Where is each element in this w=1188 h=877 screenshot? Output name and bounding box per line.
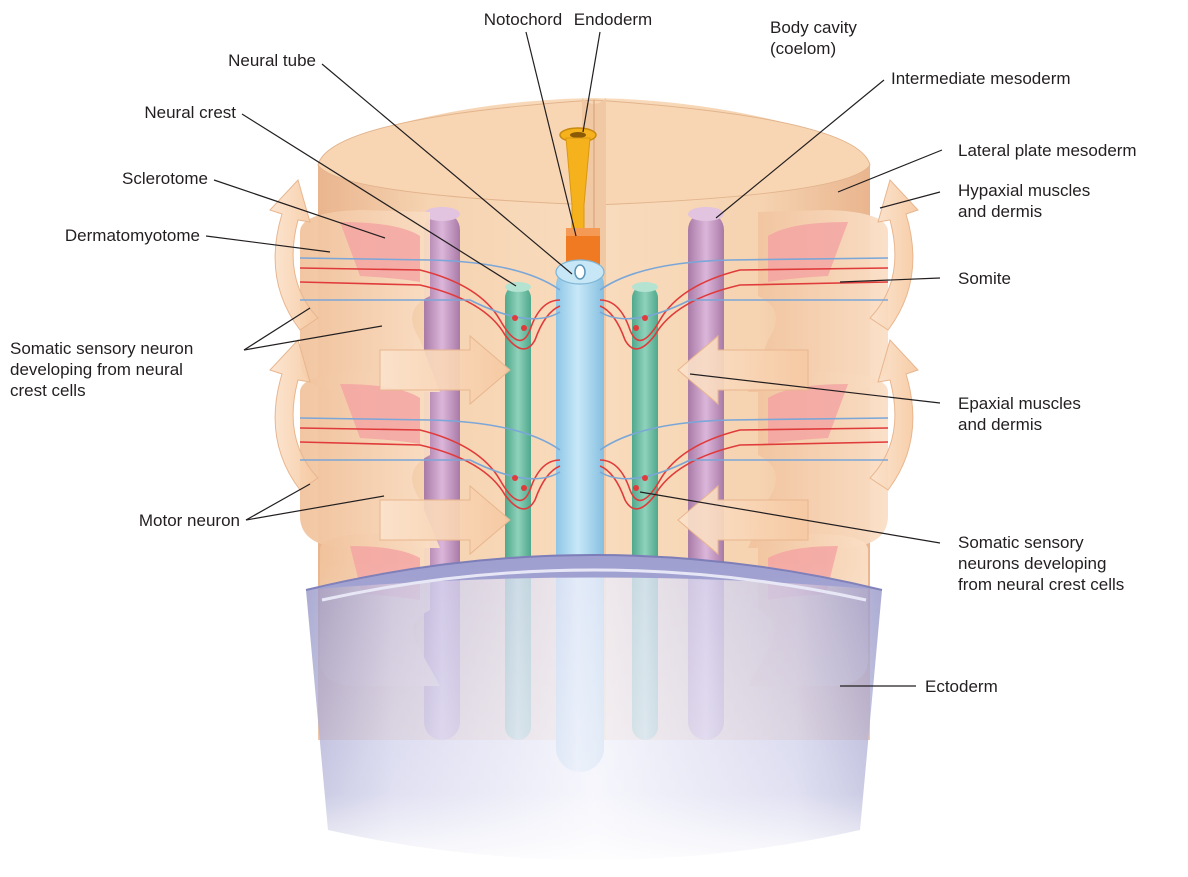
label-epaxial-muscles: Epaxial muscles and dermis xyxy=(958,393,1081,435)
label-neural-crest: Neural crest xyxy=(80,102,236,123)
label-intermediate-mesoderm: Intermediate mesoderm xyxy=(891,68,1071,89)
label-body-cavity: Body cavity (coelom) xyxy=(770,17,857,59)
label-endoderm: Endoderm xyxy=(558,9,668,30)
label-somatic-sensory-neuron: Somatic sensory neuron developing from n… xyxy=(10,338,193,401)
label-neural-tube: Neural tube xyxy=(160,50,316,71)
ectoderm xyxy=(300,555,890,872)
label-motor-neuron: Motor neuron xyxy=(60,510,240,531)
label-ectoderm: Ectoderm xyxy=(925,676,998,697)
label-somatic-sensory-neurons: Somatic sensory neurons developing from … xyxy=(958,532,1124,595)
label-dermatomyotome: Dermatomyotome xyxy=(0,225,200,246)
label-hypaxial-muscles: Hypaxial muscles and dermis xyxy=(958,180,1090,222)
label-sclerotome: Sclerotome xyxy=(60,168,208,189)
label-lateral-plate-mesoderm: Lateral plate mesoderm xyxy=(958,140,1137,161)
label-somite: Somite xyxy=(958,268,1011,289)
